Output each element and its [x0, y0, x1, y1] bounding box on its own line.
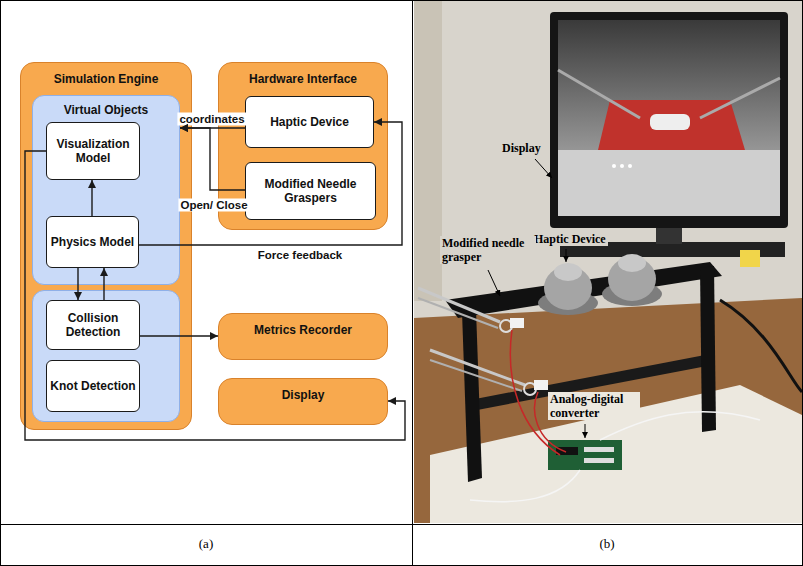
part-label: Haptic Device — [532, 232, 608, 246]
part-label: Analog-digital converter — [548, 392, 640, 420]
panel-title: Display — [219, 388, 387, 402]
virtual-knot-holder — [650, 114, 690, 130]
leader-line — [566, 249, 567, 262]
module-box: Physics Model — [46, 216, 139, 268]
table-rule — [0, 524, 803, 525]
box-label: Collision Detection — [50, 311, 136, 339]
figure-part — [430, 360, 522, 391]
box-label: Visualization Model — [50, 137, 136, 165]
figure-part — [584, 458, 614, 463]
part-label: Display — [500, 141, 543, 155]
label-holder: Modified needle grasper — [440, 236, 536, 264]
module-box: Knot Detection — [46, 360, 140, 412]
setup-photo — [414, 1, 802, 523]
label-holder: Analog-digital converter — [548, 392, 640, 420]
connector-arrow — [25, 151, 405, 440]
label-holder: (a) — [197, 536, 215, 551]
connector-arrow — [139, 122, 402, 245]
connector-label-holder: Open/ Close — [178, 199, 249, 212]
virtual-grasper — [700, 78, 780, 118]
connector-arrow — [77, 268, 78, 300]
virtual-floor — [558, 150, 780, 216]
table-rule — [412, 0, 413, 566]
panel-caption: (a) — [197, 536, 215, 551]
leader-line — [488, 270, 500, 296]
frame-leg — [700, 266, 716, 432]
connector-label-holder: coordinates — [177, 113, 246, 126]
output-box: Metrics Recorder — [218, 313, 388, 360]
panel-title: Simulation Engine — [21, 72, 191, 86]
box-label: Knot Detection — [50, 379, 135, 393]
figure-part — [418, 288, 500, 322]
connector-arrow — [180, 127, 245, 128]
connector-arrow — [180, 128, 245, 190]
virtual-grasper — [558, 70, 640, 118]
figure-part — [554, 263, 582, 281]
desk — [414, 298, 802, 523]
haptic-device — [538, 263, 598, 315]
frame-top — [445, 262, 722, 318]
monitor-screen — [558, 20, 780, 216]
panel-title: Metrics Recorder — [219, 323, 387, 337]
box-label: Haptic Device — [270, 115, 349, 129]
connector-arrow — [91, 180, 92, 216]
part-label: Modified needle grasper — [440, 236, 536, 264]
figure-part — [418, 298, 498, 328]
figure-part — [534, 380, 548, 390]
module-box: Collision Detection — [46, 300, 140, 350]
subsystem-panel: Simulation EngineVirtual ObjectsVisualiz… — [20, 62, 192, 430]
label-holder: Haptic Device — [532, 232, 608, 246]
figure-part — [584, 447, 614, 452]
connector-label-holder: Force feedback — [256, 249, 344, 262]
cable — [720, 300, 802, 392]
needle-grasper — [430, 350, 548, 395]
connector-label: Force feedback — [256, 249, 344, 262]
object-group: Virtual ObjectsVisualization ModelPhysic… — [32, 95, 180, 285]
sticky-note — [740, 250, 760, 267]
figure-part — [618, 254, 646, 272]
needle-grasper — [418, 288, 524, 332]
panel-caption: (b) — [597, 536, 616, 551]
connector-arrow — [103, 268, 104, 300]
monitor-bezel — [550, 12, 788, 228]
wire — [470, 470, 580, 502]
virtual-dot — [628, 164, 632, 168]
leader-line — [535, 159, 552, 178]
label-holder: (b) — [597, 536, 616, 551]
figure-part — [510, 318, 524, 328]
virtual-dot — [620, 164, 624, 168]
virtual-dot — [612, 164, 616, 168]
module-box: Visualization Model — [46, 122, 140, 180]
panel-title: Virtual Objects — [33, 103, 179, 117]
module-box: Modified Needle Graspers — [245, 162, 376, 220]
panel-title: Hardware Interface — [219, 72, 387, 86]
box-label: Modified Needle Graspers — [249, 177, 372, 205]
wall — [414, 1, 802, 323]
output-box: Display — [218, 378, 388, 425]
box-label: Physics Model — [51, 235, 134, 249]
connector-label: coordinates — [177, 113, 246, 126]
leader-line — [585, 424, 586, 438]
connector-arrow — [140, 335, 218, 336]
label-holder: Display — [500, 141, 543, 155]
module-box: Haptic Device — [245, 96, 374, 148]
connector-label: Open/ Close — [178, 199, 249, 212]
haptic-device — [602, 254, 662, 306]
door-frame — [414, 1, 442, 301]
frame-leg — [462, 310, 482, 482]
